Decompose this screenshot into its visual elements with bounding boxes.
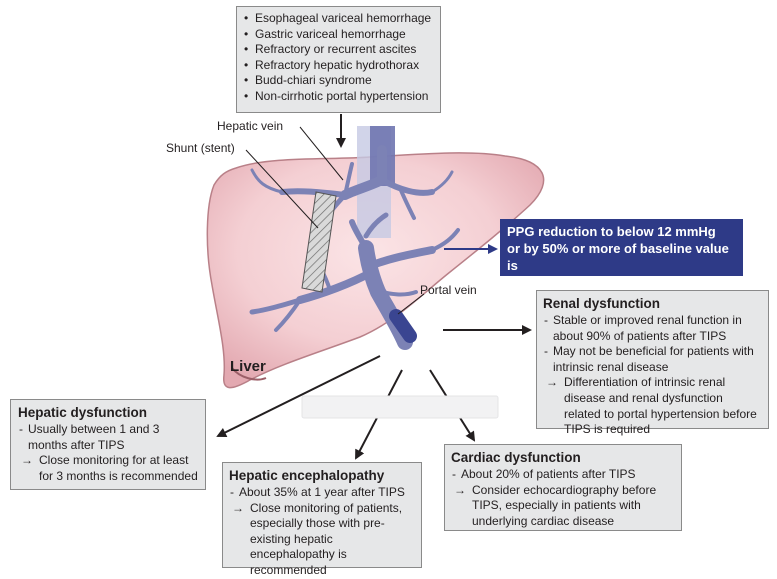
hepatic-dysfunction-box: Hepatic dysfunction Usually between 1 an…	[10, 399, 206, 490]
ppg-line: PPG reduction to below 12 mmHg	[507, 224, 716, 239]
hepatic-veins	[250, 145, 454, 227]
ppg-line: or by 50% or more of baseline value is	[507, 241, 729, 273]
hepatic-encephalopathy-box: Hepatic encephalopathy About 35% at 1 ye…	[222, 462, 422, 577]
hepatic-vein-label: Hepatic vein	[217, 119, 284, 133]
encephalopathy-item: About 35% at 1 year after TIPS	[229, 485, 415, 501]
renal-dysfunction-box: Renal dysfunction Stable or improved ren…	[536, 290, 769, 436]
indication-item: Non-cirrhotic portal hypertension	[243, 89, 434, 105]
stent-shunt	[301, 191, 337, 293]
shunt-label: Shunt (stent)	[166, 141, 235, 155]
cardiac-dysfunction-box: Cardiac dysfunction About 20% of patient…	[444, 444, 682, 531]
renal-title: Renal dysfunction	[543, 296, 661, 311]
ppg-line: recommended	[507, 275, 596, 290]
renal-item: Stable or improved renal function in abo…	[543, 313, 762, 344]
indication-item: Refractory hepatic hydrothorax	[243, 58, 434, 74]
cardiac-item: About 20% of patients after TIPS	[451, 467, 675, 483]
hepatic-title: Hepatic dysfunction	[18, 405, 148, 420]
indication-item: Gastric variceal hemorrhage	[243, 27, 434, 43]
indication-item: Budd-chiari syndrome	[243, 73, 434, 89]
encephalopathy-note: Close monitoring of patients, especially…	[229, 501, 415, 579]
indication-item: Refractory or recurrent ascites	[243, 42, 434, 58]
renal-note: Differentiation of intrinsic renal disea…	[543, 375, 762, 437]
hepatic-item: Usually between 1 and 3 months after TIP…	[18, 422, 198, 453]
hepatic-note: Close monitoring for at least for 3 mont…	[18, 453, 198, 484]
ppg-target-box: PPG reduction to below 12 mmHg or by 50%…	[500, 219, 743, 290]
portal-vein-label: Portal vein	[420, 283, 477, 297]
indications-list: Esophageal variceal hemorrhage Gastric v…	[243, 11, 434, 105]
indications-box: Esophageal variceal hemorrhage Gastric v…	[236, 6, 441, 113]
liver-label: Liver	[230, 358, 266, 375]
renal-item: May not be beneficial for patients with …	[543, 344, 762, 375]
encephalopathy-title: Hepatic encephalopathy	[229, 468, 385, 483]
cardiac-note: Consider echocardiography before TIPS, e…	[451, 483, 675, 530]
cardiac-title: Cardiac dysfunction	[451, 450, 581, 465]
indication-item: Esophageal variceal hemorrhage	[243, 11, 434, 27]
